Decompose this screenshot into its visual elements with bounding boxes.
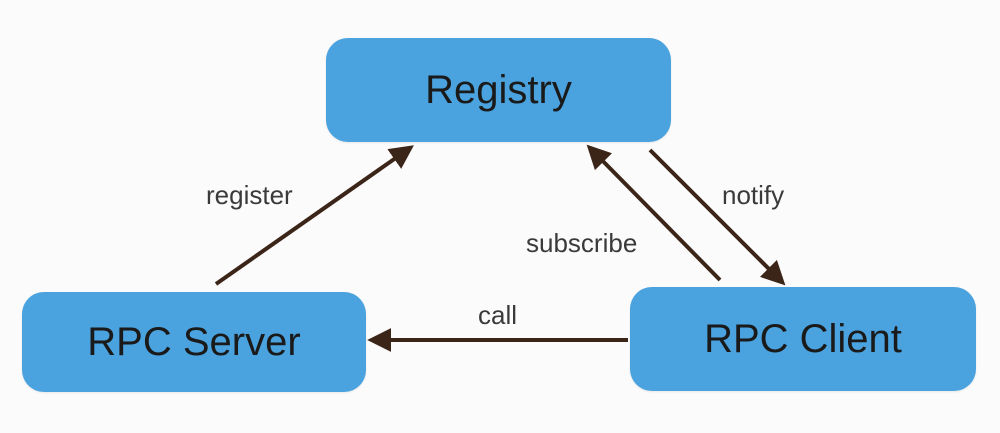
register-edge-label: register xyxy=(206,180,293,210)
register-arrow xyxy=(214,145,414,286)
rpc-server-label: RPC Server xyxy=(87,319,301,364)
rpc-client-label: RPC Client xyxy=(704,316,902,361)
registry-node: Registry xyxy=(326,38,671,142)
call-edge-label: call xyxy=(478,300,518,330)
subscribe-arrow xyxy=(586,144,722,282)
notify-edge-label: notify xyxy=(722,180,785,210)
notify-arrow xyxy=(648,148,786,286)
rpc-client-node: RPC Client xyxy=(630,287,976,391)
subscribe-edge-label: subscribe xyxy=(526,228,638,258)
registry-label: Registry xyxy=(425,67,572,112)
rpc-server-node: RPC Server xyxy=(22,292,366,392)
